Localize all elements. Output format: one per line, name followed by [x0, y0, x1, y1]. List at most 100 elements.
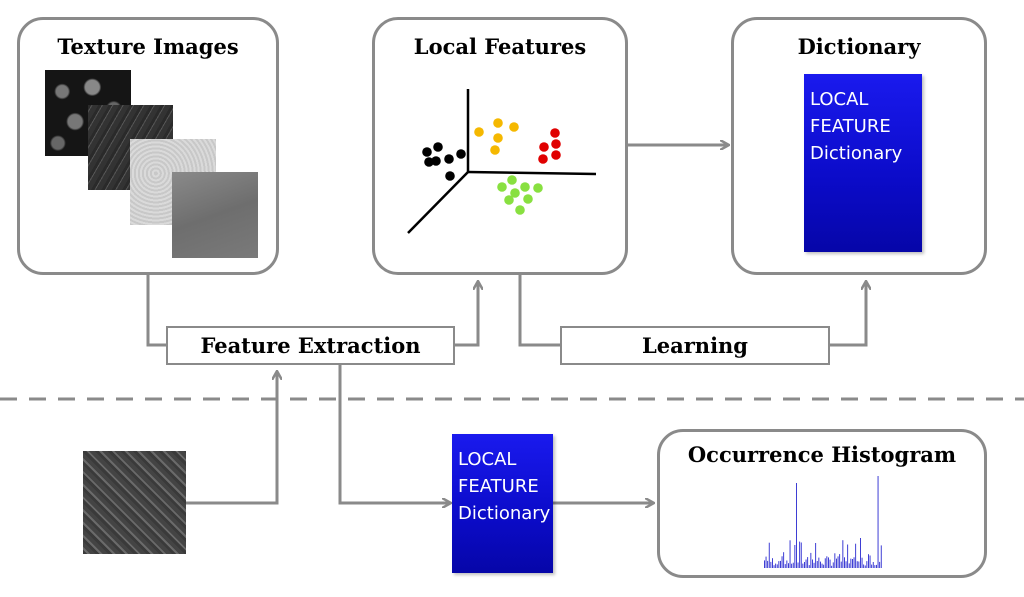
histogram-bar: [834, 553, 836, 568]
histogram-bar: [845, 561, 847, 568]
histogram-bar: [765, 556, 767, 568]
texture-swatch-icon: [172, 172, 258, 258]
histogram-bar: [781, 556, 783, 568]
histogram-bar: [847, 544, 849, 568]
dictionary-card-line1: LOCAL: [458, 449, 517, 470]
3d-cluster-scatter-icon: [407, 89, 597, 234]
line-local-features-to-learning: [518, 275, 560, 347]
histogram-bar: [877, 476, 879, 568]
histogram-bar: [772, 558, 773, 568]
histogram-bar: [786, 560, 788, 568]
dictionary-card-line3: Dictionary: [458, 503, 551, 524]
histogram-bar: [775, 563, 777, 568]
histogram-bar: [839, 554, 841, 568]
histogram-bar: [831, 565, 833, 568]
histogram-bar: [823, 564, 825, 568]
histogram-bar: [816, 561, 818, 568]
histogram-bars-icon: [764, 476, 882, 568]
histogram-bar: [840, 561, 842, 568]
histogram-bar: [861, 557, 863, 568]
histogram-bar: [764, 560, 765, 568]
histogram-bar: [767, 560, 769, 568]
histogram-bar: [872, 562, 874, 568]
histogram-bar: [860, 538, 861, 568]
histogram-bar: [796, 483, 797, 568]
histogram-bar: [856, 561, 858, 568]
histogram-bar: [791, 563, 793, 568]
histogram-bar: [828, 557, 829, 568]
histogram-bar: [799, 541, 801, 568]
histogram-bar: [836, 558, 837, 568]
histogram-bar: [829, 559, 831, 568]
histogram-bar: [810, 552, 812, 568]
histogram-bar: [784, 564, 786, 568]
histogram-bar: [868, 554, 869, 568]
histogram-bar: [821, 563, 823, 568]
histogram-bar: [780, 560, 781, 568]
occurrence-histogram-panel: Occurrence Histogram: [657, 429, 987, 578]
histogram-bar: [869, 555, 871, 568]
histogram-bar: [844, 557, 845, 568]
feature-extraction-label: Feature Extraction: [200, 333, 421, 358]
dictionary-card-top: LOCAL FEATURE Dictionary: [804, 74, 922, 252]
feature-extraction-box: Feature Extraction: [166, 326, 455, 365]
histogram-bar: [874, 565, 876, 568]
histogram-bar: [797, 562, 799, 568]
histogram-bar: [808, 565, 810, 568]
dictionary-card-line3: Dictionary: [810, 143, 903, 164]
learning-box: Learning: [560, 326, 830, 365]
histogram-bar: [850, 558, 852, 568]
histogram-bar: [871, 564, 873, 568]
histogram-bar: [863, 564, 865, 568]
dictionary-card-bottom: LOCAL FEATURE Dictionary: [452, 434, 553, 573]
dictionary-card-line2: FEATURE: [810, 116, 891, 137]
histogram-bar: [866, 561, 868, 568]
histogram-bar: [815, 543, 817, 568]
histogram-bar: [788, 563, 789, 568]
arrow-test-texture-to-extraction: [186, 372, 277, 505]
learning-label: Learning: [642, 333, 748, 358]
histogram-bar: [770, 561, 772, 568]
histogram-bar: [807, 557, 809, 568]
dictionary-card-line2: FEATURE: [458, 476, 539, 497]
histogram-bar: [805, 559, 807, 568]
local-features-panel: Local Features: [372, 17, 628, 275]
histogram-bar: [802, 563, 804, 568]
dictionary-title: Dictionary: [797, 34, 921, 59]
histogram-bar: [789, 540, 791, 568]
histogram-bar: [800, 542, 802, 568]
dictionary-card-line1: LOCAL: [810, 89, 869, 110]
histogram-bar: [820, 561, 821, 568]
histogram-bar: [837, 556, 839, 568]
arrow-learning-to-dictionary: [830, 282, 866, 347]
histogram-bar: [812, 559, 813, 568]
occurrence-histogram-title: Occurrence Histogram: [687, 442, 957, 467]
histogram-bar: [792, 562, 794, 568]
arrow-extraction-to-bottom-dictionary: [338, 365, 450, 503]
histogram-bar: [826, 556, 828, 568]
texture-swatch-icon: [83, 451, 186, 554]
local-features-title: Local Features: [413, 34, 587, 59]
histogram-bar: [783, 552, 785, 568]
histogram-bar: [794, 545, 796, 568]
histogram-bar: [853, 557, 855, 568]
histogram-bar: [818, 557, 820, 568]
histogram-bar: [864, 565, 866, 568]
histogram-bar: [778, 561, 780, 568]
histogram-bar: [813, 562, 815, 568]
histogram-bar: [832, 562, 834, 568]
histogram-bar: [876, 564, 877, 568]
histogram-bar: [848, 563, 850, 568]
histogram-bar: [858, 561, 860, 568]
histogram-bar: [842, 540, 844, 568]
histogram-bar: [852, 559, 853, 568]
line-textures-to-extraction: [146, 272, 166, 347]
histogram-bar: [804, 562, 805, 568]
histogram-bar: [880, 545, 882, 568]
histogram-bar: [855, 543, 857, 568]
histogram-bar: [824, 558, 826, 568]
histogram-bar: [776, 564, 778, 568]
histogram-bar: [879, 561, 881, 568]
